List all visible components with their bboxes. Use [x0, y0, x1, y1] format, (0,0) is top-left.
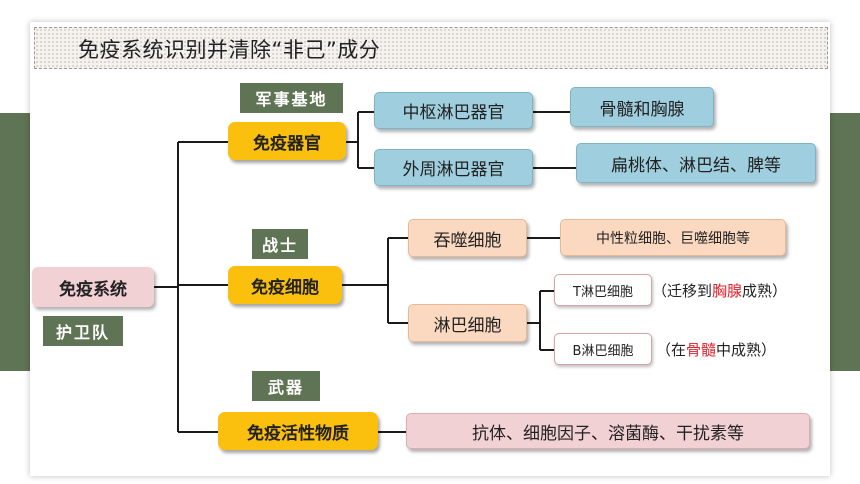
tag-weapon: 武器	[252, 371, 320, 401]
note-b-pre: （在	[656, 341, 687, 359]
node-immune-organs: 免疫器官	[228, 122, 346, 160]
title-bar	[34, 27, 828, 69]
detail-bone-marrow-thymus: 骨髓和胸腺	[570, 87, 714, 127]
node-central-lymphoid-organs: 中枢淋巴器官	[374, 92, 533, 129]
node-t-lymphocyte: T淋巴细胞	[554, 274, 652, 306]
node-phagocytes: 吞噬细胞	[408, 219, 527, 257]
detail-phagocyte-types: 中性粒细胞、巨噬细胞等	[560, 219, 786, 256]
node-peripheral-lymphoid-organs: 外周淋巴器官	[374, 149, 533, 186]
note-b-post: 中成熟）	[716, 341, 777, 359]
node-immune-cells: 免疫细胞	[228, 266, 342, 304]
note-t-post: 成熟）	[742, 282, 788, 300]
note-b-highlight: 骨髓	[686, 341, 717, 359]
detail-peripheral-organs: 扁桃体、淋巴结、脾等	[576, 143, 816, 183]
note-t-pre: （迁移到	[652, 282, 713, 300]
note-b-cell-maturation: （在骨髓中成熟）	[656, 339, 776, 360]
detail-active-substances: 抗体、细胞因子、溶菌酶、干扰素等	[406, 413, 810, 449]
node-lymphocytes: 淋巴细胞	[408, 304, 527, 342]
note-t-highlight: 胸腺	[712, 282, 743, 300]
node-immune-active-substances: 免疫活性物质	[218, 412, 378, 450]
note-t-cell-maturation: （迁移到胸腺成熟）	[652, 280, 787, 301]
tag-military-base: 军事基地	[240, 83, 343, 113]
node-immune-system: 免疫系统	[32, 267, 154, 307]
tag-guard: 护卫队	[43, 316, 123, 346]
node-b-lymphocyte: B淋巴细胞	[554, 333, 652, 365]
tag-warrior: 战士	[252, 229, 308, 259]
page-title: 免疫系统识别并清除“非己”成分	[78, 38, 381, 62]
